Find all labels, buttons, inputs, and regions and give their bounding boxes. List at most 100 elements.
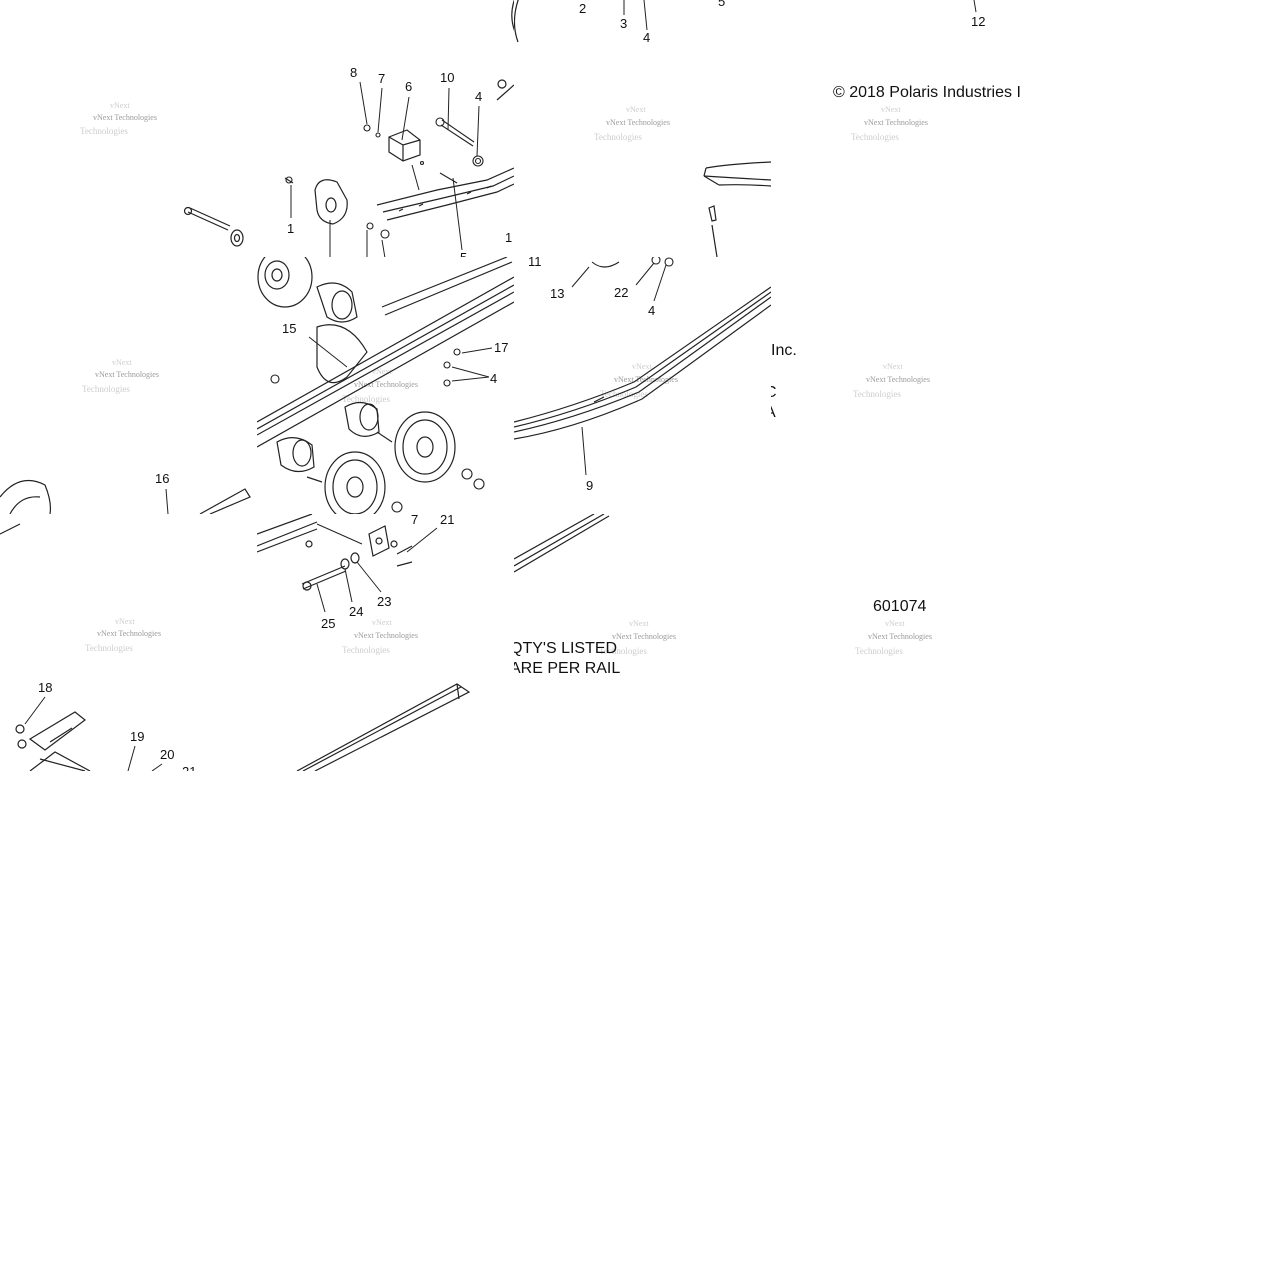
watermark-shadow: vNext bbox=[110, 101, 130, 110]
rail-partial bbox=[0, 523, 21, 535]
watermark-shadow: vNext bbox=[372, 618, 392, 627]
tile-row2-right: Inc. C A vNext Technologies Technologies… bbox=[771, 257, 1028, 514]
callout-11: 11 bbox=[528, 257, 542, 269]
watermark: vNext Technologies bbox=[97, 629, 161, 638]
callout-20: 20 bbox=[160, 747, 174, 762]
watermark-shadow: vNext bbox=[632, 362, 652, 371]
watermark: vNext Technologies bbox=[606, 118, 670, 127]
tile-top-center-right: 2 3 4 5 vNext Technologies Technologies … bbox=[514, 0, 771, 257]
bushing-upper bbox=[316, 282, 358, 323]
callout-5: 5 bbox=[460, 250, 467, 257]
copyright: © 2018 Polaris Industries I bbox=[833, 84, 1021, 101]
leader-lines bbox=[290, 81, 480, 257]
leader-lines bbox=[571, 262, 667, 476]
watermark-shadow: Technologies bbox=[594, 132, 642, 142]
callout-21-partial: 21 bbox=[182, 764, 196, 771]
tile-row3-right: 601074 vNext Technologies Technologies v… bbox=[771, 514, 1028, 771]
washer-drawing bbox=[230, 229, 244, 247]
rail-end bbox=[257, 514, 318, 553]
copyright-inc: Inc. bbox=[771, 342, 797, 359]
watermark: vNext Technologies bbox=[354, 631, 418, 640]
nuts bbox=[270, 348, 485, 513]
watermark-shadow: Technologies bbox=[85, 643, 133, 653]
screw bbox=[708, 205, 718, 257]
tile-top-center-right-svg: 2 3 4 5 vNext Technologies Technologies … bbox=[514, 0, 771, 257]
tile-row2-right-svg: Inc. C A vNext Technologies Technologies… bbox=[771, 342, 930, 421]
leader-lines bbox=[623, 0, 648, 31]
watermark-shadow: vNext bbox=[112, 358, 132, 367]
wheel-top bbox=[257, 257, 313, 308]
tile-top-center-left: 8 7 6 10 4 1 1 5 bbox=[257, 0, 514, 257]
tile-top-center-left-svg: 8 7 6 10 4 1 1 5 bbox=[284, 0, 514, 257]
leader-lines bbox=[316, 523, 438, 613]
partial-letter-a: A bbox=[771, 404, 776, 421]
callout-6: 6 bbox=[405, 79, 412, 94]
tile-row2-left-svg: vNext Technologies Technologies vNext 16 bbox=[0, 358, 251, 514]
wear-strip bbox=[514, 286, 771, 440]
tile-top-right-svg: 12 © 2018 Polaris Industries I vNext Tec… bbox=[833, 0, 1021, 142]
note-line-1: QTY'S LISTED bbox=[514, 640, 617, 657]
callout-5: 5 bbox=[718, 0, 725, 9]
callout-21: 21 bbox=[440, 514, 454, 527]
tile-row3-left-svg: vNext Technologies Technologies vNext 18… bbox=[0, 523, 196, 771]
rail-lower bbox=[296, 683, 471, 771]
slider-block bbox=[388, 129, 421, 162]
nuts bbox=[591, 257, 674, 268]
callout-13: 13 bbox=[550, 286, 564, 301]
watermark-shadow: vNext bbox=[372, 367, 392, 376]
watermark-shadow: vNext bbox=[883, 362, 903, 371]
tile-row3-right-svg: 601074 vNext Technologies Technologies v… bbox=[855, 598, 932, 656]
leader-lines bbox=[308, 336, 493, 382]
tile-top-right: 12 © 2018 Polaris Industries I vNext Tec… bbox=[771, 0, 1028, 257]
watermark-shadow: Technologies bbox=[599, 646, 647, 656]
callout-12: 12 bbox=[971, 14, 985, 29]
rail-end bbox=[514, 514, 610, 573]
watermark-shadow: vNext bbox=[881, 105, 901, 114]
note-line-2: ARE PER RAIL bbox=[514, 660, 620, 677]
watermark-shadow: vNext bbox=[626, 105, 646, 114]
callout-9: 9 bbox=[586, 478, 593, 493]
watermark: vNext Technologies bbox=[864, 118, 928, 127]
watermark: vNext Technologies bbox=[354, 380, 418, 389]
watermark-shadow: Technologies bbox=[855, 646, 903, 656]
callout-18: 18 bbox=[38, 680, 52, 695]
wheel-left bbox=[324, 451, 386, 514]
callout-14-partial: 1 bbox=[505, 230, 512, 245]
watermark: vNext Technologies bbox=[95, 370, 159, 379]
wheel-partial bbox=[0, 479, 52, 514]
watermark-shadow: Technologies bbox=[80, 126, 128, 136]
callout-4: 4 bbox=[490, 371, 497, 386]
tile-row2-center-right-svg: 11 13 22 4 9 vNext Technologies Technolo… bbox=[514, 257, 771, 493]
callout-1: 1 bbox=[287, 221, 294, 236]
callout-24: 24 bbox=[349, 604, 363, 619]
rail-tip bbox=[703, 161, 771, 187]
callout-7-partial: 7 bbox=[411, 514, 418, 527]
watermark-shadow: Technologies bbox=[853, 389, 901, 399]
bushing-lower bbox=[276, 437, 323, 483]
tile-row2-center-left-svg: 15 17 4 vNext Technologies Technologies … bbox=[257, 257, 514, 514]
bracket-partial bbox=[15, 711, 91, 771]
partial-letter-c: C bbox=[771, 384, 777, 401]
callout-4: 4 bbox=[475, 89, 482, 104]
callout-4: 4 bbox=[648, 303, 655, 318]
tile-row2-center-left: 15 17 4 vNext Technologies Technologies … bbox=[257, 257, 514, 514]
tile-row3-center-right: vNext Technologies Technologies vNext QT… bbox=[514, 514, 771, 771]
bushing-middle bbox=[344, 401, 393, 443]
watermark: vNext Technologies bbox=[868, 632, 932, 641]
watermark-shadow: Technologies bbox=[82, 384, 130, 394]
callout-25: 25 bbox=[321, 616, 335, 631]
wheel-right bbox=[394, 411, 456, 483]
callout-8: 8 bbox=[350, 65, 357, 80]
callout-22: 22 bbox=[614, 285, 628, 300]
watermark: vNext Technologies bbox=[612, 632, 676, 641]
watermark-shadow: Technologies bbox=[342, 645, 390, 655]
callout-16: 16 bbox=[155, 471, 169, 486]
tile-row3-center-left-svg: 7 21 23 24 25 bbox=[257, 514, 471, 771]
watermark-shadow: vNext bbox=[885, 619, 905, 628]
watermark-shadow: vNext bbox=[629, 619, 649, 628]
callout-4: 4 bbox=[643, 30, 650, 45]
callout-23: 23 bbox=[377, 594, 391, 609]
callout-17: 17 bbox=[494, 340, 508, 355]
tile-row3-left: vNext Technologies Technologies vNext 18… bbox=[0, 514, 257, 771]
tile-row2-center-right: 11 13 22 4 9 vNext Technologies Technolo… bbox=[514, 257, 771, 514]
